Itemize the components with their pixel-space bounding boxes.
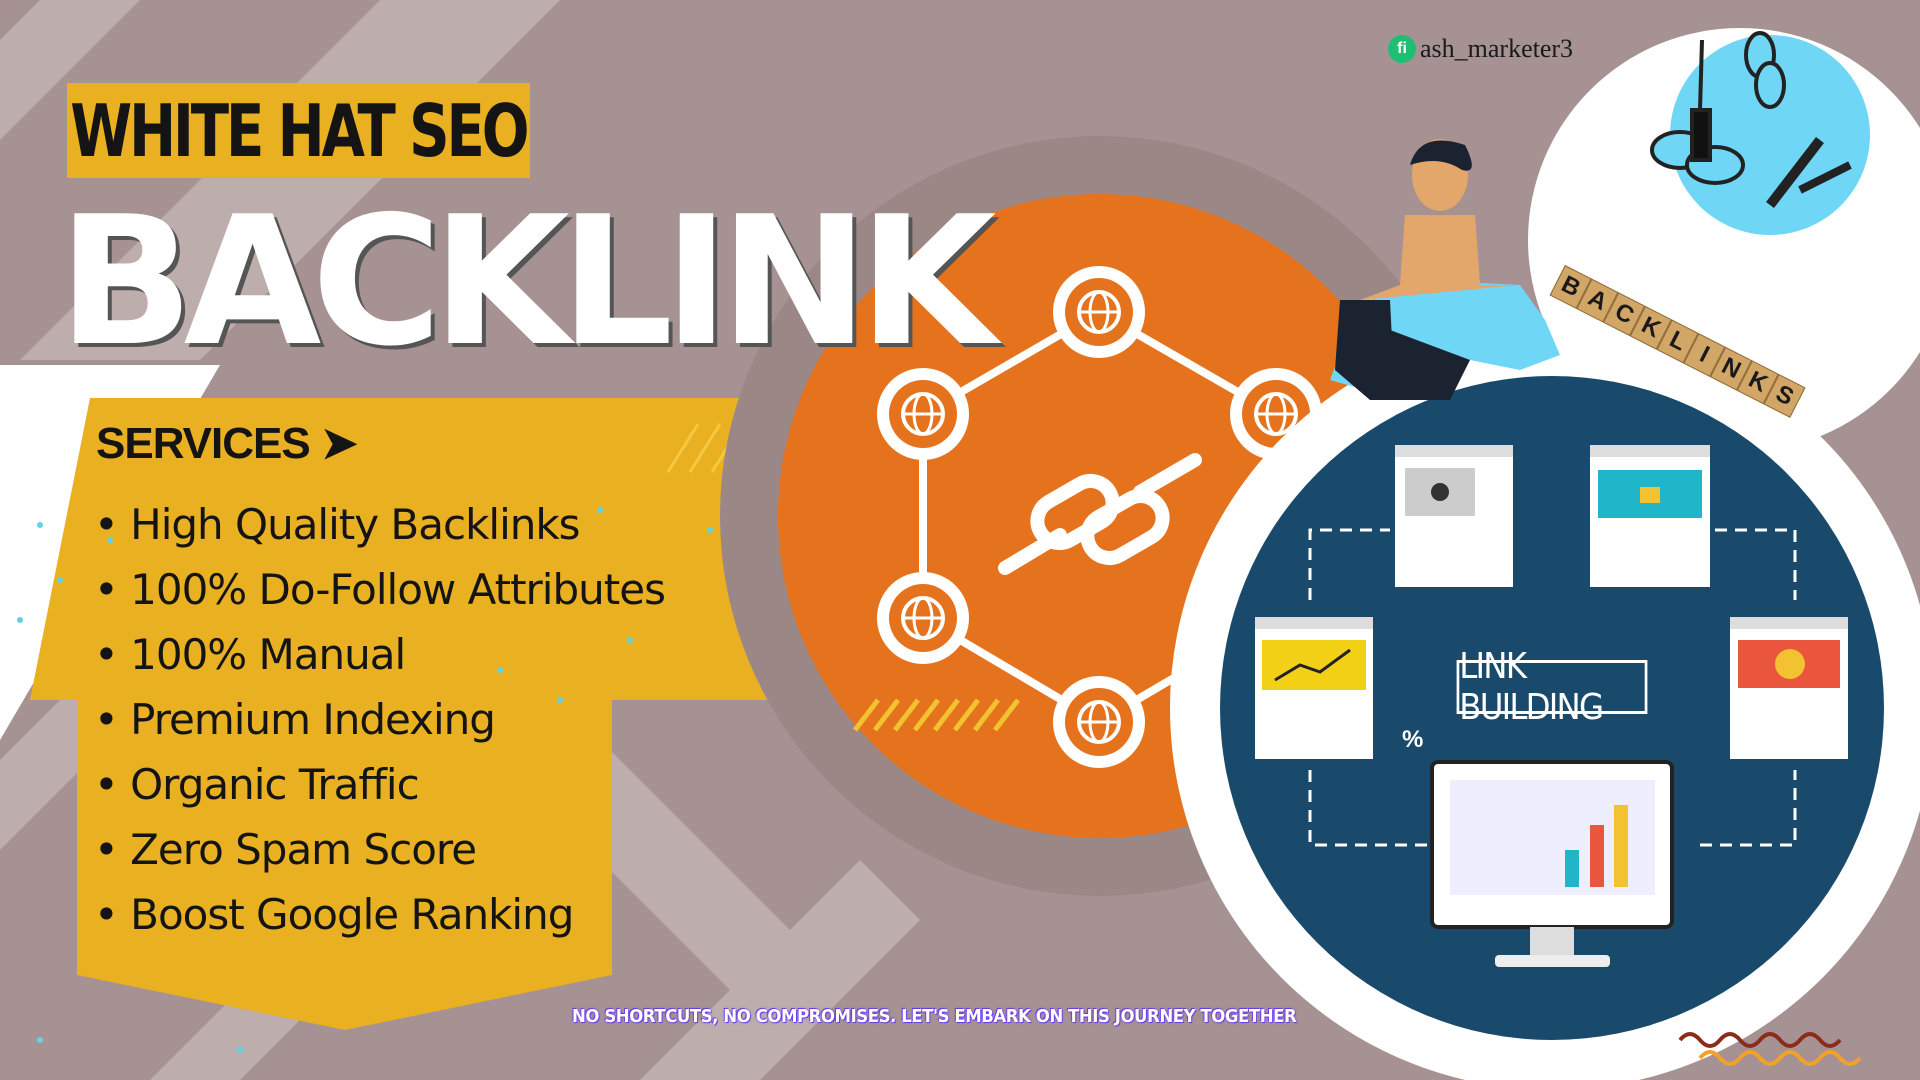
link-building-circle — [1220, 376, 1884, 1040]
dashed-connectors — [1308, 528, 1797, 847]
service-item: Boost Google Ranking — [94, 882, 665, 947]
person-illustration — [1330, 139, 1560, 400]
services-heading: SERVICES ➤ — [96, 419, 358, 468]
service-item: Organic Traffic — [94, 752, 665, 817]
globe-nodes — [877, 266, 1322, 768]
browser-windows — [1255, 445, 1848, 967]
service-item: Zero Spam Score — [94, 817, 665, 882]
username: ash_marketer3 — [1420, 34, 1574, 63]
service-item: Premium Indexing — [94, 687, 665, 752]
tag-text: WHITE HAT SEO — [70, 88, 529, 173]
white-hat-seo-tag: WHITE HAT SEO — [67, 83, 530, 178]
fiverr-icon: fi — [1388, 35, 1416, 63]
percent-symbol: % — [1402, 726, 1424, 753]
orange-hatch — [853, 698, 1020, 732]
tools-backdrop — [1670, 35, 1870, 235]
service-item: 100% Manual — [94, 622, 665, 687]
link-building-label: LINK BUILDING — [1456, 646, 1648, 728]
wavy-lines — [1678, 1032, 1862, 1066]
seller-handle[interactable]: fi ash_marketer3 — [1388, 34, 1573, 64]
page-title: BACKLINK — [58, 178, 997, 385]
service-item: High Quality Backlinks — [94, 492, 665, 557]
chain-tools-icon — [1650, 31, 1852, 209]
link-chain-icon — [998, 453, 1202, 575]
services-list: High Quality Backlinks 100% Do-Follow At… — [94, 492, 666, 947]
service-item: 100% Do-Follow Attributes — [94, 557, 666, 622]
tagline: NO SHORTCUTS, NO COMPROMISES. LET'S EMBA… — [572, 1006, 1297, 1027]
